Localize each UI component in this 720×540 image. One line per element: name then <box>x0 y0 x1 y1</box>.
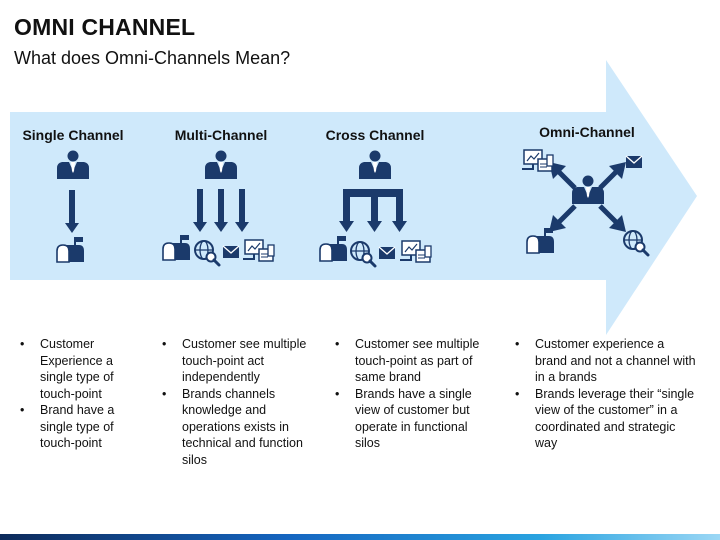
bullet-list-multi-channel: Customer see multiple touch-point act in… <box>160 336 320 468</box>
email-icon <box>625 155 643 169</box>
four-way-arrowheads <box>549 162 626 232</box>
list-item: Brands have a single view of customer bu… <box>333 386 493 452</box>
bullet-list-cross-channel: Customer see multiple touch-point as par… <box>333 336 493 452</box>
list-item: Brand have a single type of touch-point <box>18 402 128 452</box>
list-item: Brands channels knowledge and operations… <box>160 386 320 469</box>
bottom-accent-bar <box>0 534 720 540</box>
email-icon <box>378 246 396 260</box>
branching-arrow-icon <box>339 189 407 232</box>
bullet-list-single-channel: Customer Experience a single type of tou… <box>18 336 128 452</box>
list-item: Customer see multiple touch-point as par… <box>333 336 493 386</box>
list-item: Brands leverage their “single view of th… <box>513 386 698 452</box>
column-heading-omni-channel: Omni-Channel <box>539 124 635 140</box>
page-title: OMNI CHANNEL <box>14 14 196 40</box>
list-item: Customer see multiple touch-point act in… <box>160 336 320 386</box>
bullet-list-omni-channel: Customer experience a brand and not a ch… <box>513 336 698 452</box>
background-arrow-shape <box>10 60 697 335</box>
column-heading-cross-channel: Cross Channel <box>325 127 425 143</box>
list-item: Customer experience a brand and not a ch… <box>513 336 698 386</box>
column-heading-multi-channel: Multi-Channel <box>174 127 268 143</box>
list-item: Customer Experience a single type of tou… <box>18 336 128 402</box>
column-heading-single-channel: Single Channel <box>22 127 124 143</box>
four-way-arrow-icon <box>555 168 620 226</box>
email-icon <box>222 245 240 259</box>
page-subtitle: What does Omni-Channels Mean? <box>14 48 291 68</box>
